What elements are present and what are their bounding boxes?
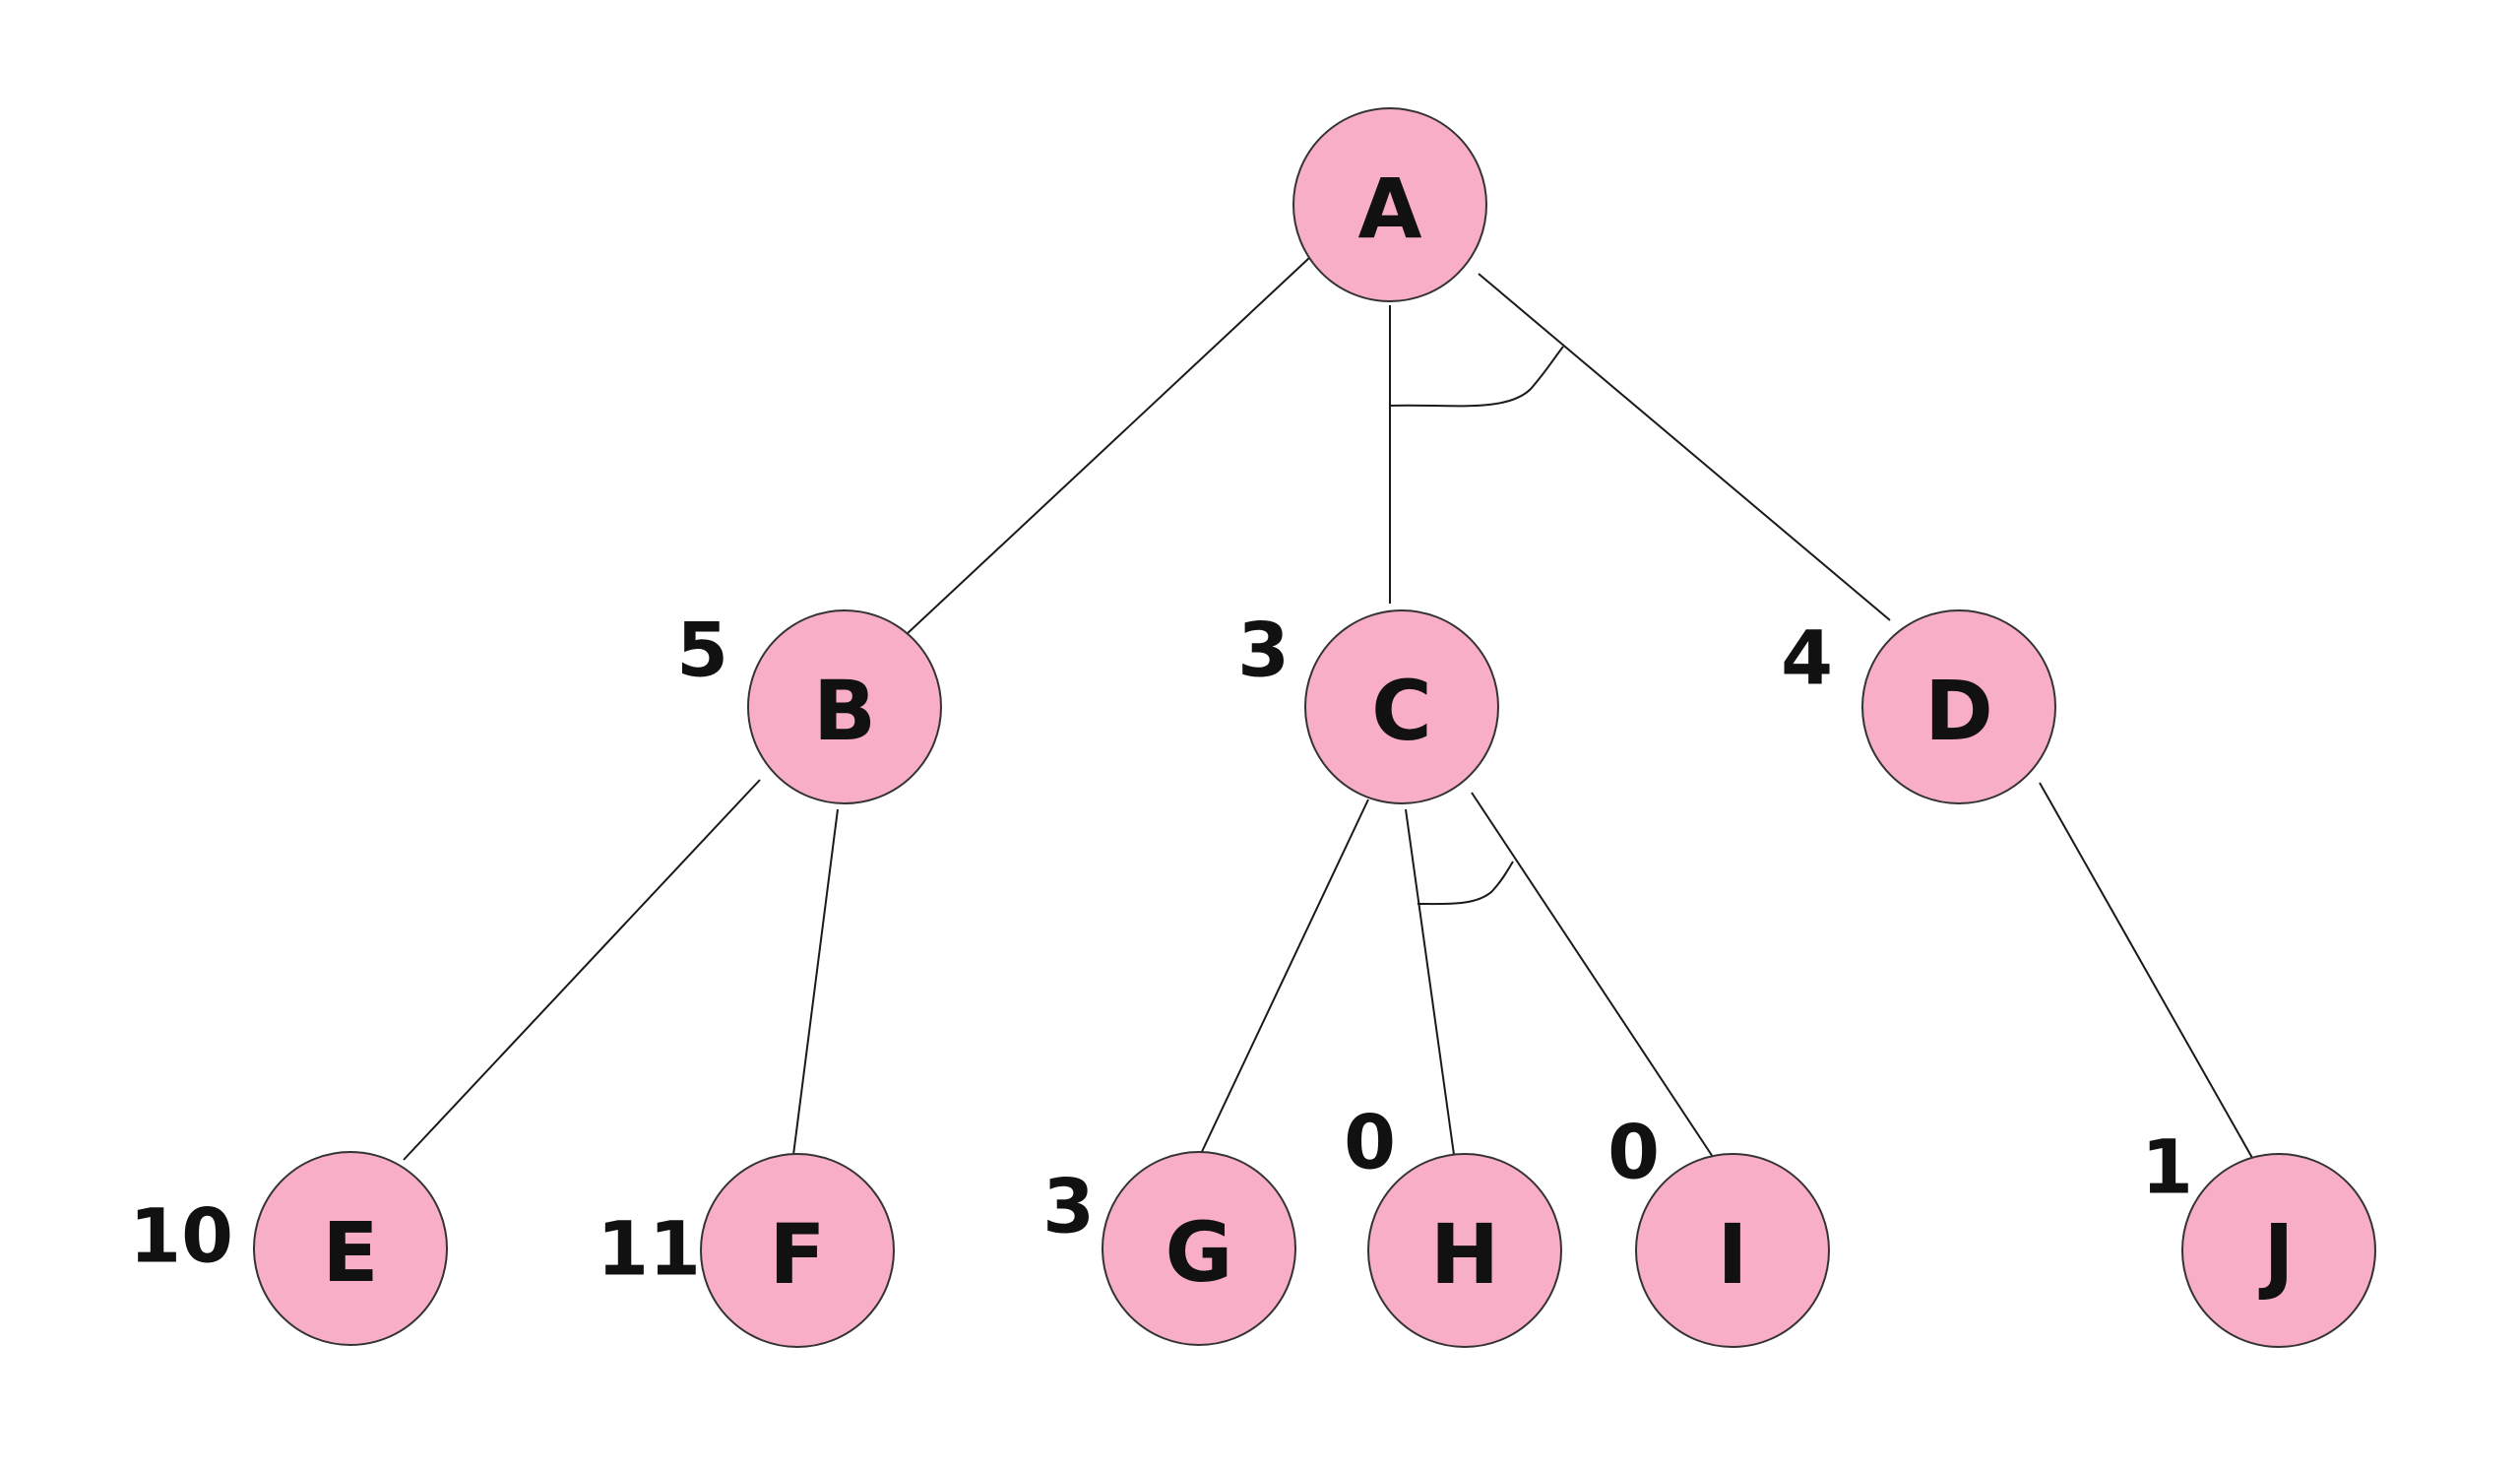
- node-circle-a: [1292, 107, 1487, 302]
- node-value-b: 5: [676, 607, 728, 694]
- node-circle-e: [253, 1151, 448, 1346]
- node-i: I0: [1607, 1109, 1830, 1348]
- node-label-d: D: [1924, 663, 1993, 759]
- node-value-j: 1: [2141, 1123, 2193, 1211]
- node-value-h: 0: [1344, 1099, 1396, 1186]
- edge-a-d: [1478, 273, 1891, 621]
- node-b: B5: [676, 607, 942, 804]
- node-label-i: I: [1717, 1206, 1747, 1303]
- and-arc-c-hi: [1417, 861, 1514, 906]
- edge-b-f: [792, 808, 839, 1156]
- node-label-f: F: [769, 1206, 825, 1303]
- node-a: A: [1292, 107, 1487, 302]
- node-circle-i: [1635, 1153, 1830, 1348]
- node-circle-g: [1102, 1151, 1296, 1346]
- edge-b-e: [403, 779, 761, 1161]
- edge-c-h: [1405, 808, 1456, 1163]
- edge-d-j: [2039, 782, 2257, 1166]
- node-circle-d: [1861, 609, 2056, 804]
- node-j: J1: [2141, 1123, 2376, 1348]
- node-f: F 11: [597, 1153, 895, 1348]
- node-label-e: E: [322, 1204, 378, 1301]
- node-circle-f: [700, 1153, 895, 1348]
- and-arc-a-cd: [1389, 346, 1564, 408]
- node-label-b: B: [813, 663, 876, 759]
- node-d: D4: [1781, 609, 2056, 804]
- edge-c-i: [1471, 792, 1716, 1161]
- edges-layer: [403, 257, 2257, 1166]
- node-value-g: 3: [1042, 1163, 1095, 1250]
- node-circle-b: [747, 609, 942, 804]
- and-arcs-layer: [1389, 346, 1564, 906]
- node-value-e: 10: [129, 1192, 233, 1280]
- node-label-c: C: [1371, 663, 1432, 759]
- edge-c-g: [1198, 799, 1369, 1159]
- node-value-f: 11: [597, 1205, 701, 1293]
- node-e: E 10: [129, 1151, 448, 1346]
- node-h: H0: [1344, 1099, 1562, 1348]
- node-circle-c: [1304, 609, 1499, 804]
- node-label-j: J: [2258, 1206, 2294, 1303]
- node-label-a: A: [1357, 160, 1421, 257]
- node-value-d: 4: [1781, 614, 1833, 702]
- node-circle-h: [1367, 1153, 1562, 1348]
- node-value-i: 0: [1607, 1109, 1660, 1196]
- node-label-g: G: [1166, 1204, 1233, 1301]
- node-circle-j: [2181, 1153, 2376, 1348]
- node-label-h: H: [1430, 1206, 1499, 1303]
- edge-a-b: [905, 257, 1310, 636]
- node-c: C3: [1237, 607, 1499, 804]
- node-value-c: 3: [1237, 607, 1290, 694]
- node-g: G3: [1042, 1151, 1296, 1346]
